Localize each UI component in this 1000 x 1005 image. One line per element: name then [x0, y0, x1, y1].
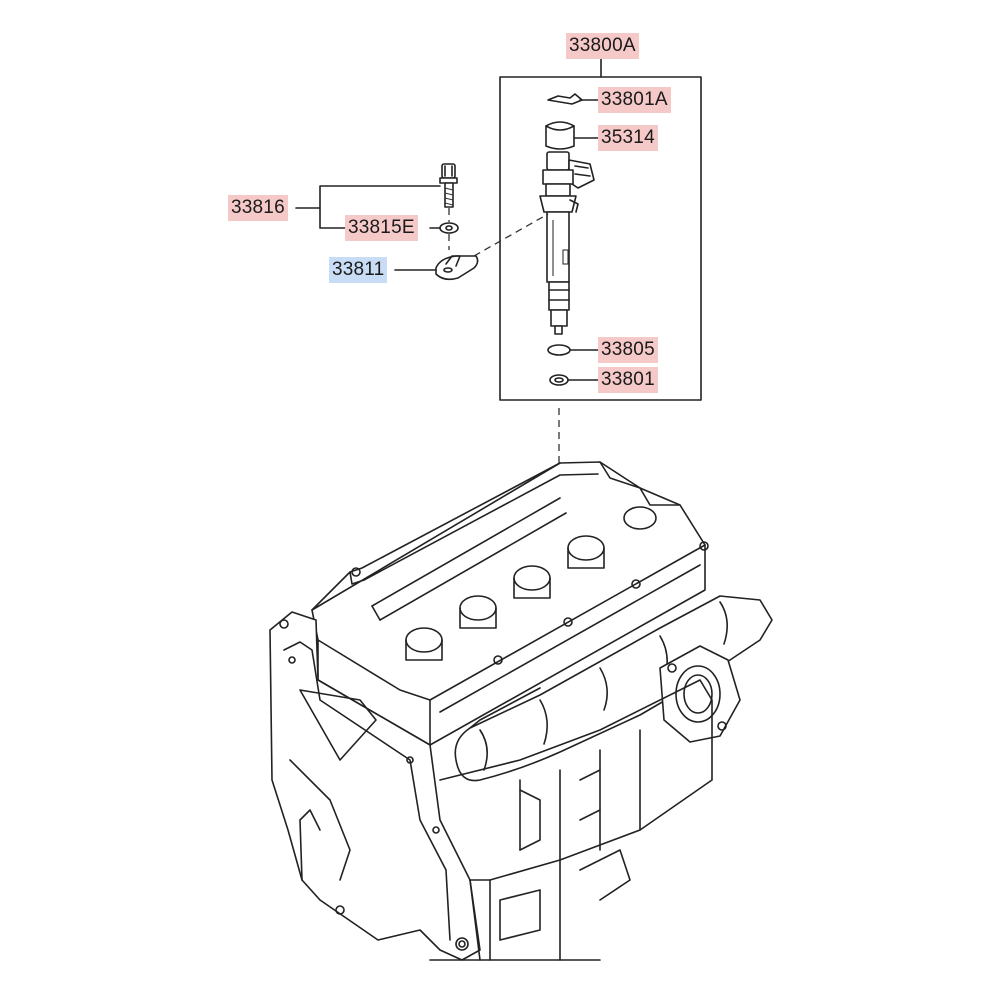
label-bolt-assembly[interactable]: 33816: [228, 195, 288, 221]
label-washer[interactable]: 33815E: [345, 215, 418, 241]
seal-washer-part: [549, 374, 569, 386]
clip-part: [547, 93, 583, 105]
label-o-ring[interactable]: 33805: [598, 337, 658, 363]
engine-timing-cover: [269, 611, 481, 961]
label-clamp[interactable]: 33811: [329, 257, 388, 283]
cap-part: [545, 121, 575, 150]
label-clip[interactable]: 33801A: [598, 87, 671, 113]
label-assembly[interactable]: 33800A: [566, 33, 639, 59]
bolt-part: [439, 163, 458, 208]
engine-manifold: [454, 595, 773, 782]
o-ring-part: [547, 344, 571, 356]
washer-part: [439, 222, 459, 234]
clamp-part: [435, 255, 479, 281]
label-seal-washer[interactable]: 33801: [598, 367, 658, 393]
bolt-assembly-bracket: [319, 185, 441, 229]
label-cap[interactable]: 35314: [598, 125, 658, 151]
injector-part: [539, 151, 595, 335]
clamp-dashline: [473, 213, 549, 257]
engine-block: [429, 679, 713, 961]
